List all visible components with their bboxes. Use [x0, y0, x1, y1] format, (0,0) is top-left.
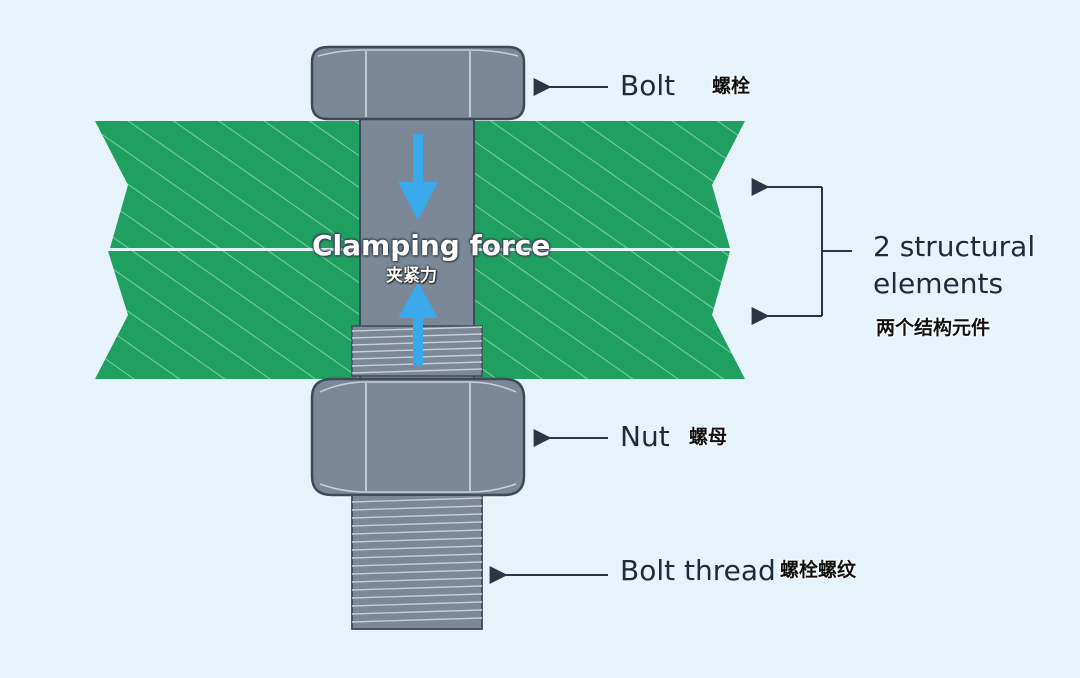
bolt-thread-section	[351, 494, 483, 630]
elements-label-line2: elements	[873, 267, 1004, 300]
elements-label-line1: 2 structural	[873, 230, 1036, 263]
thread-label: Bolt thread	[620, 554, 776, 587]
bolt-head	[310, 45, 526, 121]
nut	[310, 377, 526, 497]
nut-label: Nut	[620, 420, 670, 453]
clamping-force-label: Clamping force	[312, 229, 551, 262]
bolt-label-cn: 螺栓	[712, 75, 751, 97]
elements-label-cn: 两个结构元件	[876, 317, 991, 339]
clamping-force-label-cn: 夹紧力	[386, 266, 437, 286]
clamping-force-down-arrow	[398, 134, 438, 220]
bolt-label: Bolt	[620, 69, 676, 102]
nut-label-cn: 螺母	[689, 426, 728, 448]
clamping-force-up-arrow	[398, 282, 438, 366]
thread-label-cn: 螺栓螺纹	[780, 559, 857, 581]
